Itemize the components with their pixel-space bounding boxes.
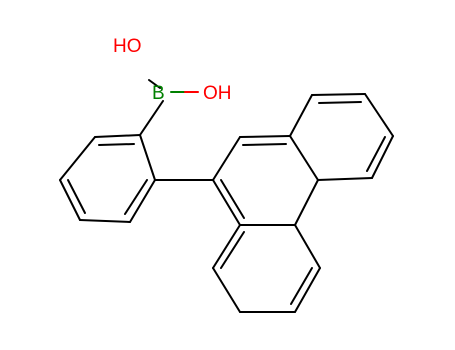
bond-upper-5 xyxy=(317,177,373,181)
hydroxyl-label-1: HO xyxy=(113,36,142,57)
bond-lower-1 xyxy=(294,224,321,269)
bond-lower-inner-2 xyxy=(220,231,245,269)
boron-label: B xyxy=(152,83,165,104)
bonds xyxy=(59,79,394,313)
bond-center-2 xyxy=(239,135,291,138)
bond-phenyl-4 xyxy=(79,219,131,223)
bond-phenyl-1 xyxy=(94,134,141,138)
bond-b-oh1 xyxy=(148,79,161,89)
bond-center-inner-1 xyxy=(242,143,287,146)
hydroxyl-label-2: OH xyxy=(203,83,232,104)
bond-phenyl-inner-2 xyxy=(67,179,86,214)
bond-lower-inner-1 xyxy=(290,267,313,305)
bond-center-3 xyxy=(289,135,319,181)
bond-phenyl-3 xyxy=(59,179,81,221)
bond-center-6 xyxy=(212,179,241,226)
bond-lower-2 xyxy=(294,267,321,313)
bond-lower-5 xyxy=(212,224,241,269)
bond-phenyl-inner-1 xyxy=(98,143,135,146)
bond-phenyl-inner-3 xyxy=(124,179,148,215)
bond-phenyl-2 xyxy=(59,136,96,181)
bond-b-aryl xyxy=(139,100,164,136)
bond-upper-inner-1 xyxy=(318,101,362,104)
atom-labels: HO B OH xyxy=(113,36,232,104)
bond-lower-4 xyxy=(212,267,241,313)
bond-phenyl-6 xyxy=(139,134,156,181)
bond-phenyl-5 xyxy=(129,179,156,223)
bond-upper-inner-2 xyxy=(366,136,386,172)
bond-upper-4 xyxy=(371,135,394,179)
bond-upper-3 xyxy=(364,93,394,137)
bond-upper-2 xyxy=(311,93,366,96)
bond-center-4 xyxy=(294,179,319,226)
bond-center-1 xyxy=(212,136,241,181)
bond-center-inner-2 xyxy=(220,179,245,219)
bond-upper-1 xyxy=(289,94,313,137)
